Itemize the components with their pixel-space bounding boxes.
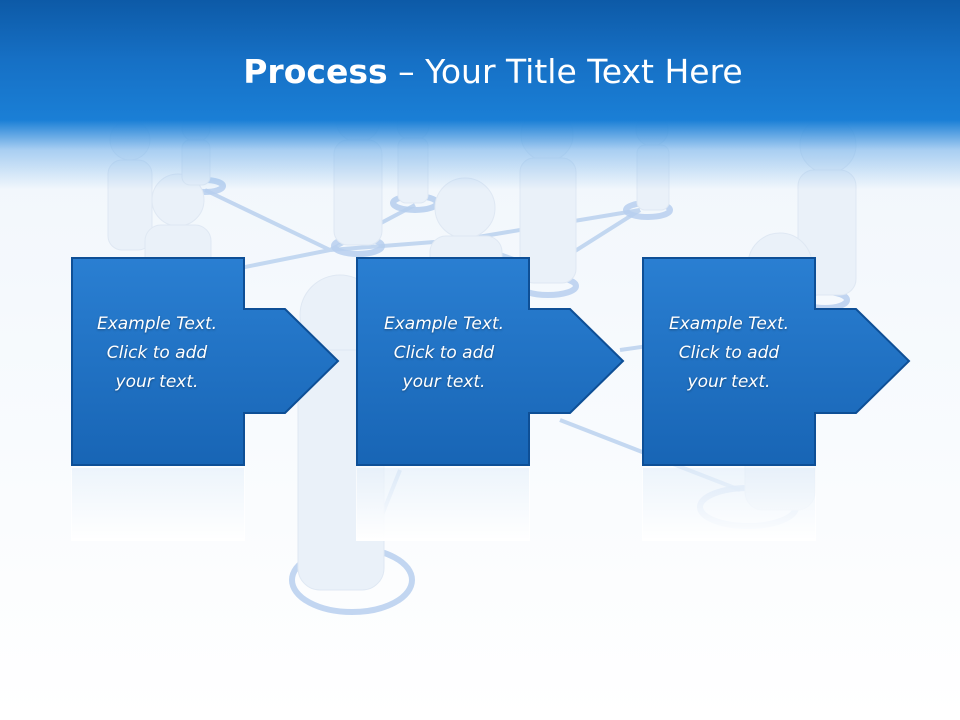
step-3-line2: Click to add <box>678 343 780 363</box>
slide-title[interactable]: Process – Your Title Text Here <box>0 52 960 91</box>
step-1-line1: Example Text. <box>96 314 218 334</box>
step-3-line3: your text. <box>687 372 771 392</box>
step-2-line1: Example Text. <box>383 314 505 334</box>
title-bold: Process <box>243 52 388 91</box>
reflection-fade-1 <box>71 466 245 541</box>
step-3-line1: Example Text. <box>668 314 790 334</box>
step-2-line2: Click to add <box>393 343 495 363</box>
step-3-text[interactable]: Example Text. Click to add your text. <box>642 310 816 397</box>
process-step-2[interactable] <box>356 257 625 466</box>
reflection-fade-2 <box>356 466 530 541</box>
process-step-1[interactable] <box>71 257 340 466</box>
step-1-line3: your text. <box>115 372 199 392</box>
step-1-line2: Click to add <box>106 343 208 363</box>
title-rest: – Your Title Text Here <box>387 52 743 91</box>
step-2-text[interactable]: Example Text. Click to add your text. <box>357 310 531 397</box>
process-step-3[interactable] <box>642 257 911 466</box>
step-1-text[interactable]: Example Text. Click to add your text. <box>70 310 244 397</box>
title-banner <box>0 0 960 190</box>
reflection-fade-3 <box>642 466 816 541</box>
step-2-line3: your text. <box>402 372 486 392</box>
